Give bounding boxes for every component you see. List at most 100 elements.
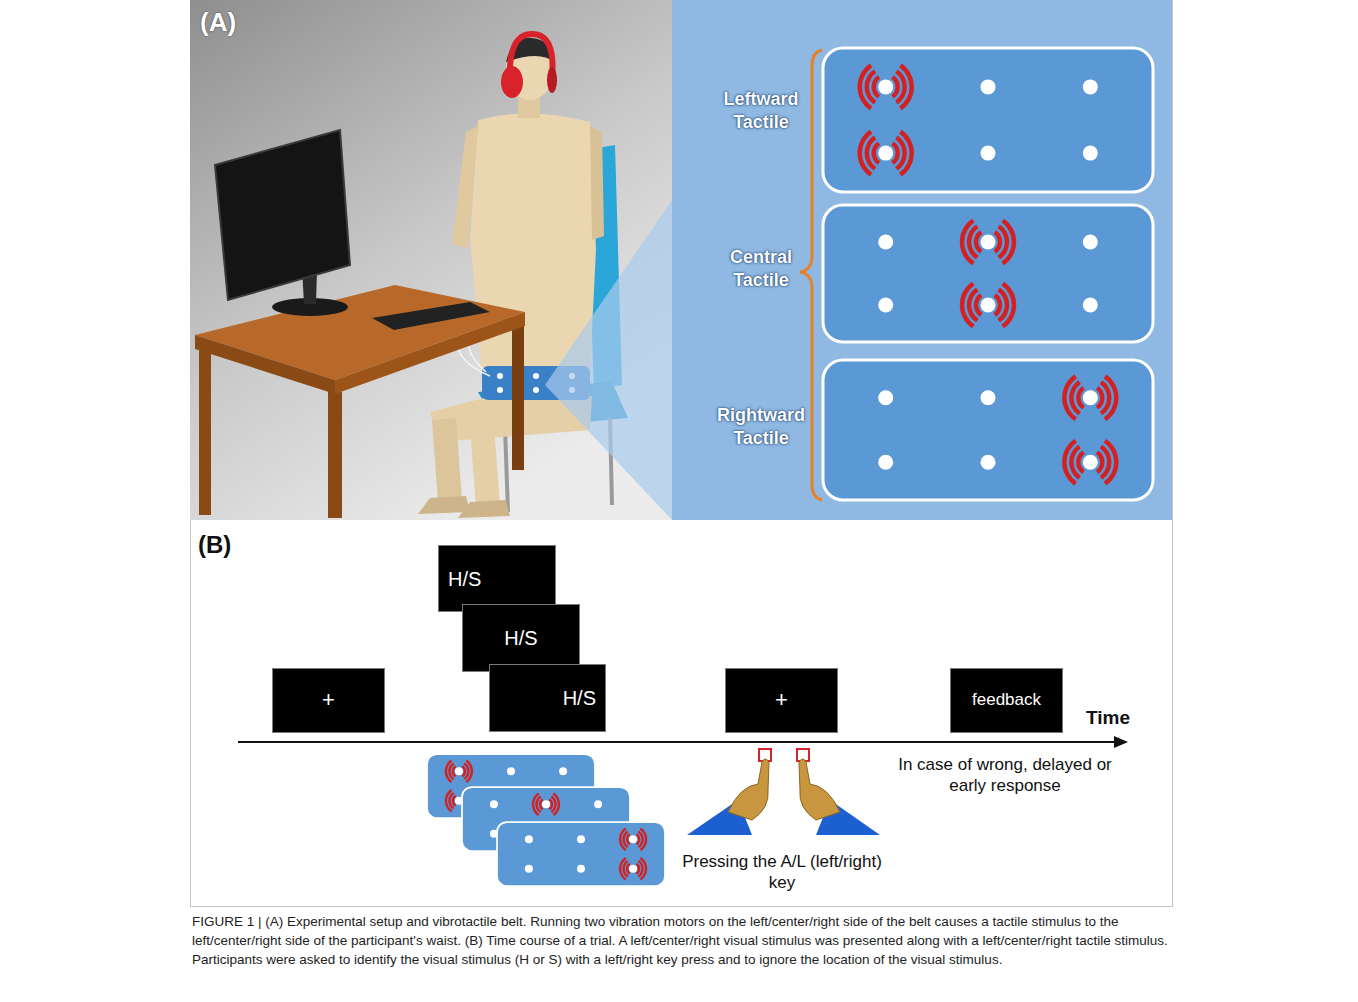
table-edge [335,312,525,394]
vibration-ring [448,762,454,780]
vibration-ring [445,760,453,783]
feedback-note: In case of wrong, delayed or early respo… [895,754,1115,797]
belt-diagram [497,822,665,886]
vibration-ring [858,64,873,111]
panel-label: (A) [200,6,270,39]
foot [418,496,470,514]
belt-diagram [823,48,1153,192]
time-axis [238,741,1116,743]
motor-dot [455,767,463,775]
screen-frame: + [725,668,838,733]
vibration-ring [997,288,1009,323]
motor-dot [1083,390,1098,405]
arm [452,126,478,248]
arm [590,126,604,240]
motor-dot [878,455,893,470]
vibration-ring [448,792,454,810]
belt-diagram [823,360,1153,500]
motor-dot [878,390,893,405]
motor-dot [577,835,585,843]
motor-dot [981,455,996,470]
table-leg [199,349,211,515]
table-edge [195,335,335,394]
lower-leg [470,426,500,507]
monitor-screen [215,130,350,300]
screen-frame: H/S [489,664,606,732]
belt-strip [823,205,1153,342]
axis-label: Time [1086,706,1150,730]
vibration-ring [1100,380,1112,415]
vibration-ring [960,219,975,266]
vibration-ring [1104,375,1119,422]
vibration-ring [640,857,648,880]
vibration-ring [535,795,541,813]
hands [687,749,880,835]
motor-dot [1083,455,1098,470]
motor-dot [981,298,996,313]
motor-dot [542,800,550,808]
belt-panel [672,0,1172,520]
motor-dot [497,387,503,393]
belt-strip [823,48,1153,192]
vibration-ring [967,288,979,323]
vibration-ring [997,224,1009,259]
callout-wedge [545,200,672,520]
vibration-ring [464,762,470,780]
vibration-ring [466,760,474,783]
vibration-ring [1104,439,1119,486]
belt-strip [497,822,665,886]
motor-dot [490,800,498,808]
render-background [190,0,672,520]
screen-text: + [775,688,788,712]
motor-dot [1083,298,1098,313]
vibration-ring [622,830,628,848]
vibration-ring [858,130,873,177]
table-leg [512,324,524,470]
motor-dot [577,865,585,873]
vibration-ring [1001,282,1016,329]
screen-text: H/S [504,627,537,649]
mannequin [418,34,604,518]
belt-diagrams [427,48,1153,886]
table [195,285,525,518]
vibration-ring [553,793,561,816]
vibration-ring [640,828,648,851]
motor-dot [1083,79,1098,94]
screen-text: feedback [972,691,1041,710]
belt-diagram [823,205,1153,342]
motor-dot [629,865,637,873]
screen-text: H/S [448,568,481,590]
motor-dot [981,146,996,161]
motor-dot [525,865,533,873]
time-arrowhead [1114,736,1128,748]
vibration-ring [899,130,914,177]
hand [799,759,840,820]
vibration-ring [638,830,644,848]
vibration-ring [967,224,979,259]
screen-frame: feedback [950,668,1063,733]
motor-dot [1083,234,1098,249]
motor-dot [525,835,533,843]
motor-dot [497,373,503,379]
vibration-ring [551,795,557,813]
motor-dot [878,298,893,313]
vibration-ring [899,64,914,111]
vibration-ring [638,860,644,878]
vibration-ring [865,136,877,171]
figure-frame [191,1,1173,907]
vibration-ring [1069,445,1081,480]
headphone-cup [501,66,523,98]
table-leg [328,392,342,518]
condition-label: Leftward Tactile [716,88,806,133]
vibration-ring [1062,439,1077,486]
motor-dot [878,79,893,94]
screen-frame: H/S [462,604,580,672]
vibration-ring [895,136,907,171]
chair-leg [505,428,508,512]
headphone-cup [547,67,557,93]
monitor [215,130,490,330]
condition-label: Central Tactile [716,246,806,291]
motor-dot [878,146,893,161]
